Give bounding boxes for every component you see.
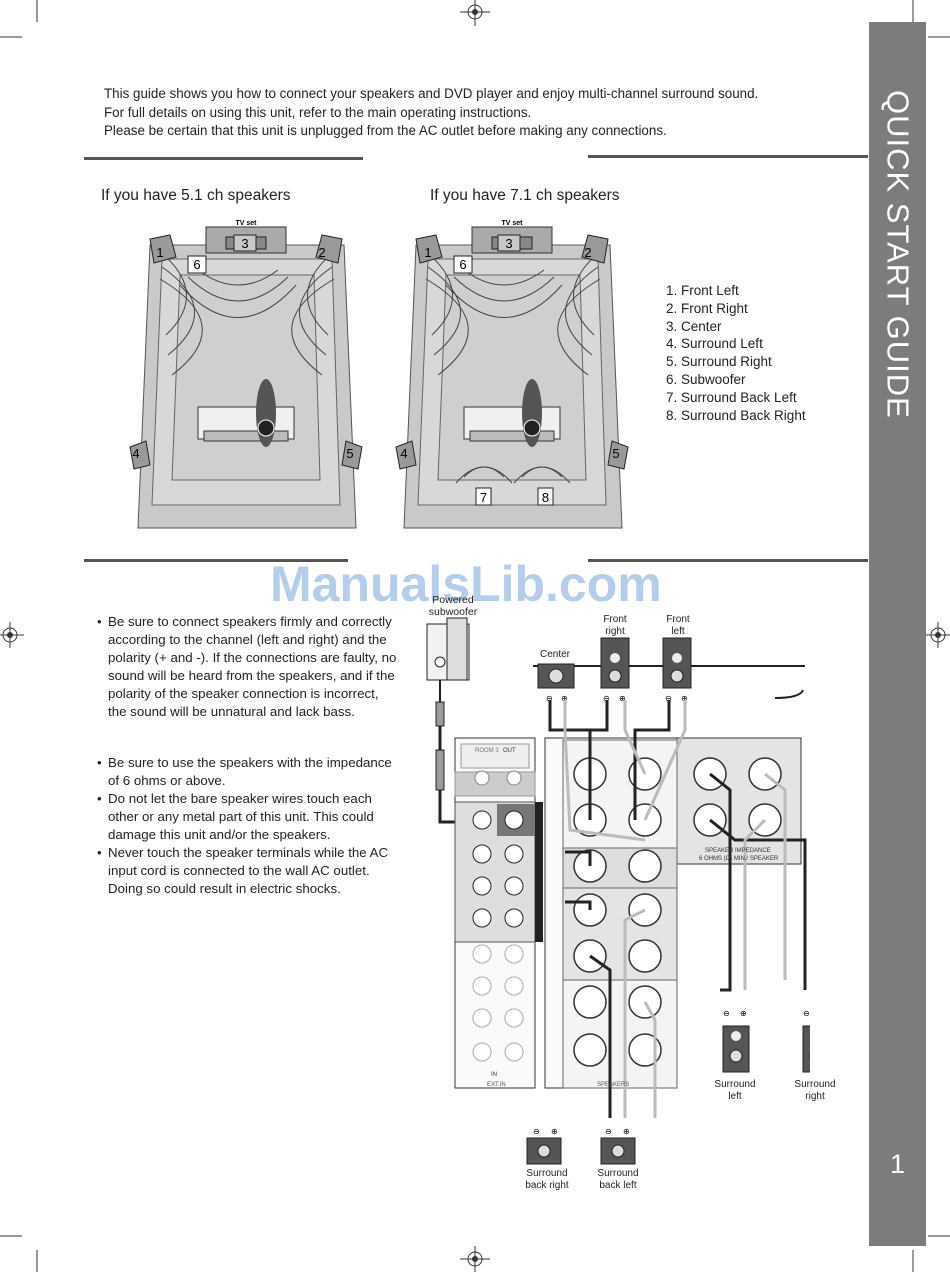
tv-label: TV set [235, 220, 257, 227]
svg-text:⊖: ⊖ [533, 1127, 540, 1136]
svg-text:⊖: ⊖ [605, 1127, 612, 1136]
room3-label: ROOM 3 [475, 748, 499, 754]
intro-line: Please be certain that this unit is unpl… [104, 122, 844, 141]
impedance-label: SPEAKER IMPEDANCE [705, 848, 771, 854]
subwoofer-label: Powered subwoofer [420, 594, 486, 618]
speakers-label: SPEAKERS [597, 1082, 629, 1088]
room-diagram-71: TV set 3 6 1 2 4 5 7 8 [394, 215, 632, 533]
out-label: OUT [503, 748, 516, 754]
surround-left-label: Surround left [709, 1079, 761, 1103]
legend-item: 2. Front Right [666, 300, 806, 318]
sidebar: QUICK START GUIDE 1 [869, 22, 926, 1246]
center-label: Center [534, 649, 576, 661]
speaker-5-number: 5 [346, 446, 353, 461]
heading-51: If you have 5.1 ch speakers [101, 187, 291, 205]
speaker-legend: 1. Front Left 2. Front Right 3. Center 4… [666, 282, 806, 424]
speaker-3-number: 3 [505, 236, 512, 251]
speaker-1-number: 1 [424, 245, 431, 260]
speaker-1-number: 1 [156, 245, 163, 260]
heading-71: If you have 7.1 ch speakers [430, 187, 620, 205]
speaker-8-number: 8 [542, 490, 549, 505]
legend-item: 5. Surround Right [666, 353, 806, 371]
legend-item: 1. Front Left [666, 282, 806, 300]
surround-right-label: Surround right [789, 1079, 841, 1103]
legend-item: 4. Surround Left [666, 335, 806, 353]
legend-item: 8. Surround Back Right [666, 407, 806, 425]
note-item: Do not let the bare speaker wires touch … [97, 790, 399, 844]
speaker-4-number: 4 [132, 446, 139, 461]
svg-text:⊖: ⊖ [803, 1009, 810, 1018]
svg-text:⊕: ⊕ [551, 1127, 558, 1136]
room-diagram-51: TV set 3 6 1 2 4 5 [128, 215, 366, 533]
speaker-2-number: 2 [318, 245, 325, 260]
guide-title: QUICK START GUIDE [869, 90, 926, 450]
note-item: Be sure to connect speakers firmly and c… [97, 613, 399, 721]
legend-item: 6. Subwoofer [666, 371, 806, 389]
divider [588, 155, 868, 158]
intro-line: This guide shows you how to connect your… [104, 85, 844, 104]
surround-back-right-label: Surround back right [518, 1168, 576, 1192]
speaker-7-number: 7 [480, 490, 487, 505]
speaker-2-number: 2 [584, 245, 591, 260]
page-number: 1 [869, 1149, 926, 1180]
speaker-6-number: 6 [459, 257, 466, 272]
speaker-5-number: 5 [612, 446, 619, 461]
speaker-6-number: 6 [193, 257, 200, 272]
note-item: Be sure to use the speakers with the imp… [97, 754, 399, 790]
intro-line: For full details on using this unit, ref… [104, 104, 844, 123]
notes: Be sure to connect speakers firmly and c… [97, 613, 399, 898]
note-item: Never touch the speaker terminals while … [97, 844, 399, 898]
svg-text:⊖: ⊖ [723, 1009, 730, 1018]
surround-back-left-label: Surround back left [590, 1168, 646, 1192]
front-right-label: Front right [598, 614, 632, 638]
legend-item: 7. Surround Back Left [666, 389, 806, 407]
intro-text: This guide shows you how to connect your… [104, 85, 844, 141]
front-left-label: Front left [661, 614, 695, 638]
speaker-3-number: 3 [241, 236, 248, 251]
in-label: IN [491, 1072, 497, 1078]
ext-in-label: EXT.IN [487, 1082, 506, 1088]
legend-item: 3. Center [666, 318, 806, 336]
svg-text:⊕: ⊕ [740, 1009, 747, 1018]
tv-label: TV set [501, 220, 523, 227]
wiring-diagram: ⊖ ⊕ ⊖ ⊕ ⊖ ⊕ [405, 590, 810, 1200]
svg-text:⊕: ⊕ [623, 1127, 630, 1136]
speaker-4-number: 4 [400, 446, 407, 461]
divider [84, 157, 363, 160]
impedance-label-2: 6 OHMS (Ω) MIN./ SPEAKER [699, 856, 779, 862]
